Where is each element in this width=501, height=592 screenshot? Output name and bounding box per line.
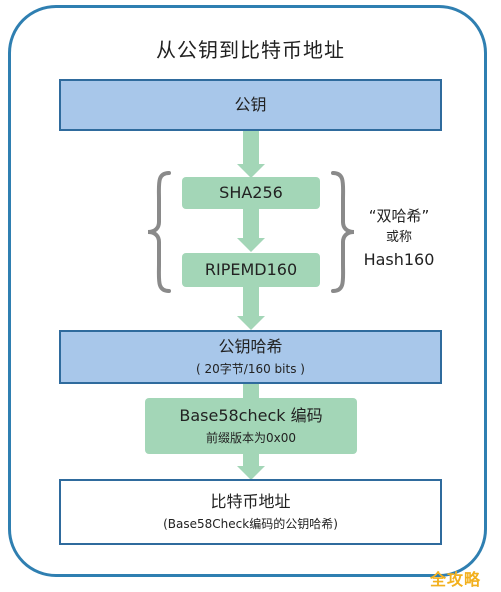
public-key-hash-box: 公钥哈希 ( 20字节/160 bits ) — [59, 330, 442, 384]
arrow-head-sha256-to-ripemd160 — [237, 238, 265, 252]
public-key-hash-label: 公钥哈希 — [218, 336, 283, 356]
hash160-label: Hash160 — [363, 250, 435, 269]
ripemd160-box: RIPEMD160 — [182, 253, 320, 287]
or-label: 或称 — [385, 230, 412, 245]
base58check-box: Base58check 编码 前缀版本为0x00 — [145, 398, 357, 454]
arrow-head-pubkey-to-sha256 — [237, 164, 265, 178]
left-brace-icon — [147, 171, 171, 293]
arrow-ripemd160-to-hash — [243, 286, 259, 318]
base58check-sublabel: 前缀版本为0x00 — [205, 430, 296, 445]
bitcoin-address-sublabel: (Base58Check编码的公钥哈希) — [163, 516, 338, 531]
sha256-label: SHA256 — [219, 183, 283, 202]
public-key-hash-sublabel: ( 20字节/160 bits ) — [196, 361, 305, 376]
arrow-pubkey-to-sha256 — [243, 130, 259, 166]
bitcoin-address-box: 比特币地址 (Base58Check编码的公钥哈希) — [59, 479, 442, 545]
base58check-label: Base58check 编码 — [179, 405, 323, 425]
public-key-box: 公钥 — [59, 79, 442, 131]
watermark-logo: 全攻略 — [430, 570, 482, 589]
diagram-frame — [8, 5, 487, 577]
double-hash-note: “双哈希” 或称 Hash160 — [352, 205, 446, 271]
ripemd160-label: RIPEMD160 — [204, 260, 298, 279]
arrow-hash-to-base58 — [243, 383, 259, 399]
right-brace-icon — [331, 171, 355, 293]
bitcoin-address-label: 比特币地址 — [210, 491, 291, 511]
arrow-head-ripemd160-to-hash — [237, 316, 265, 330]
diagram-title: 从公钥到比特币地址 — [156, 38, 345, 62]
public-key-label: 公钥 — [234, 95, 267, 114]
double-hash-label: “双哈希” — [368, 207, 430, 225]
sha256-box: SHA256 — [182, 177, 320, 209]
arrow-base58-to-address — [243, 454, 259, 468]
arrow-sha256-to-ripemd160 — [243, 208, 259, 240]
arrow-head-base58-to-address — [237, 466, 265, 480]
